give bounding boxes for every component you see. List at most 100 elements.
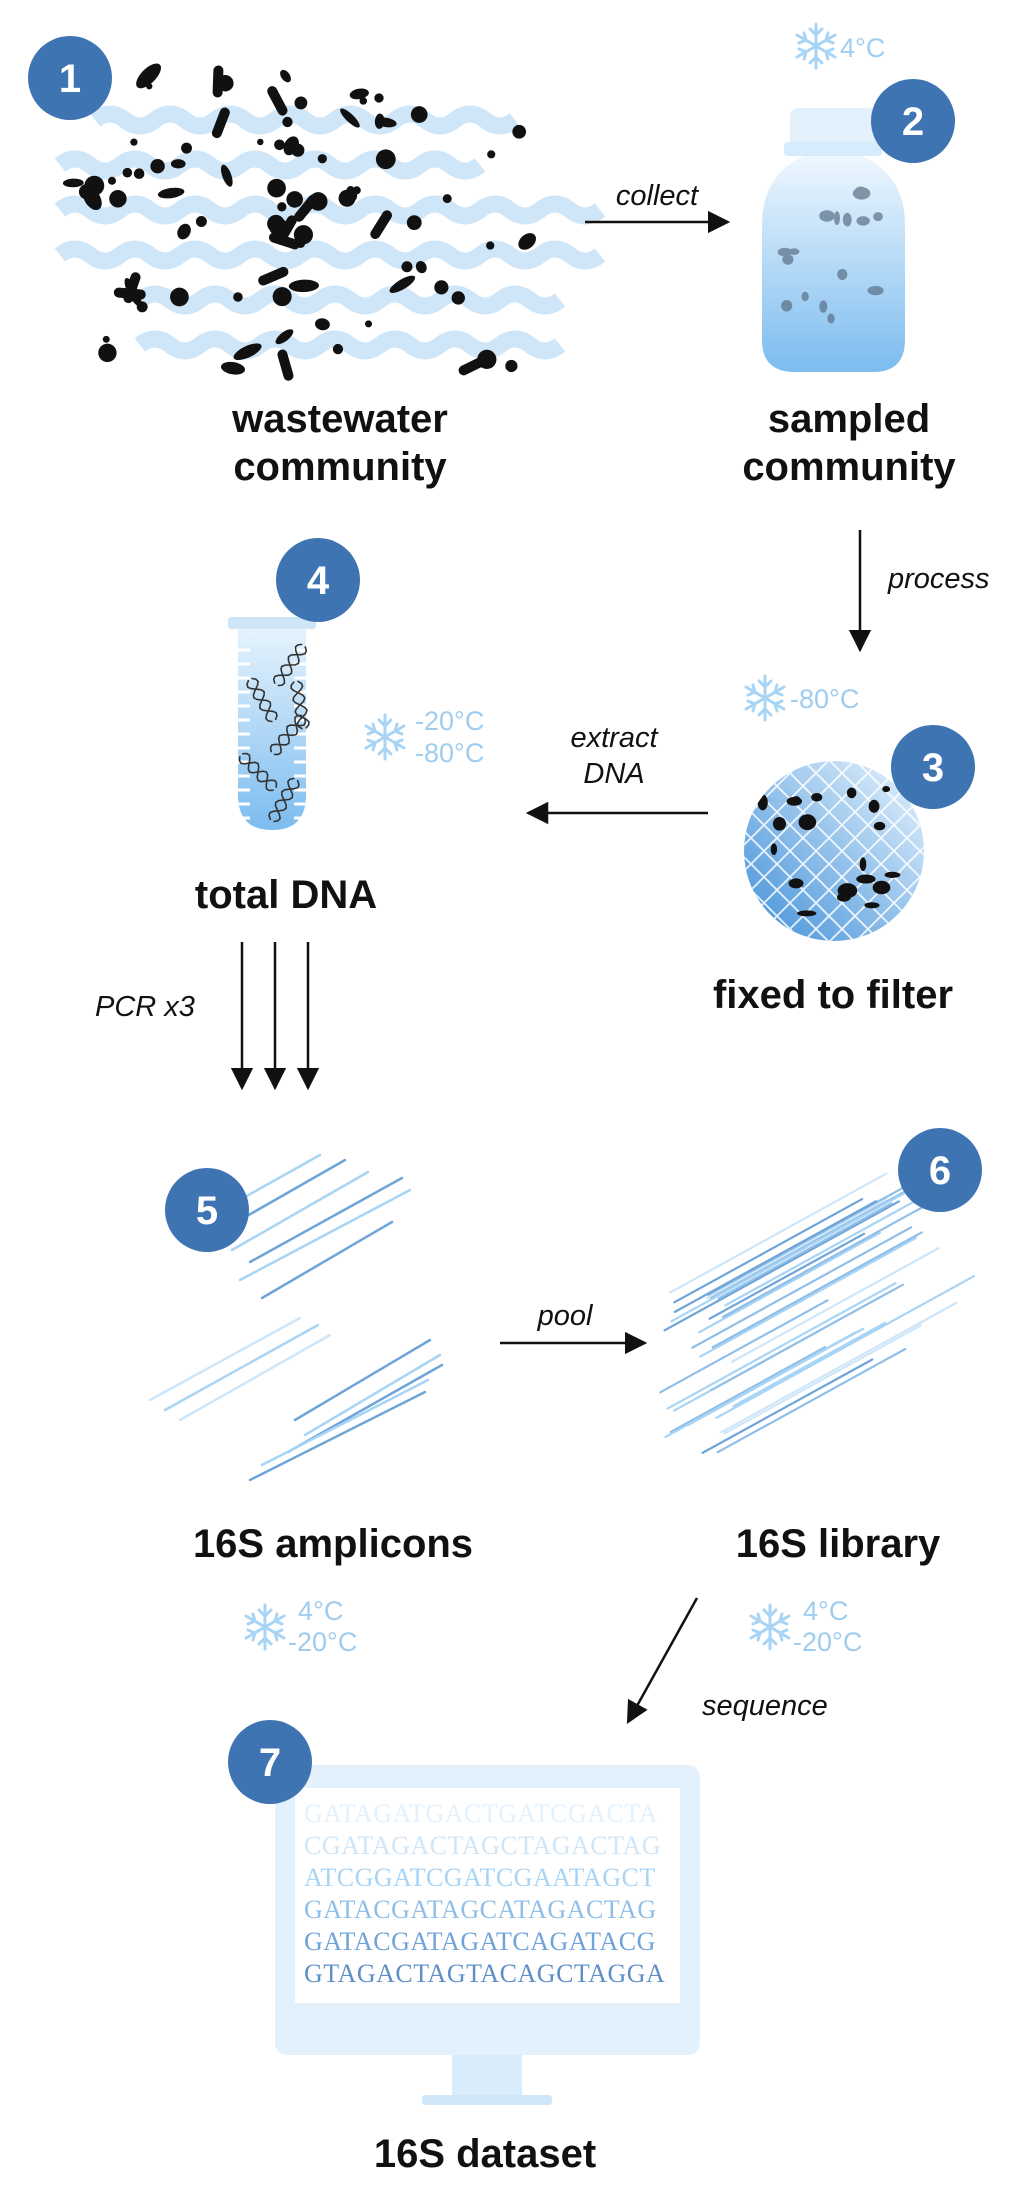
wave [134, 330, 566, 360]
bacteria-icon [757, 772, 767, 785]
library-strand [697, 1231, 881, 1334]
bacteria-icon [332, 343, 344, 355]
bacteria-icon [856, 216, 870, 226]
library-strand [666, 1282, 897, 1410]
bacteria-icon [872, 880, 891, 895]
bacteria-icon [280, 69, 291, 83]
amplicons-temperature-2: -20°C [288, 1627, 357, 1657]
filter-temperature: -80°C [790, 684, 859, 714]
dna-strand [273, 777, 295, 823]
badge-4-number: 4 [307, 559, 330, 603]
step-1-title-line1: wastewater [231, 397, 448, 441]
library-strand [691, 1226, 913, 1349]
bacteria-icon [788, 248, 800, 255]
bacteria-icon [406, 215, 422, 231]
bacteria-icon [272, 287, 292, 307]
library-strand [732, 1321, 887, 1408]
badge-7-number: 7 [259, 1741, 281, 1785]
library-strand [711, 1231, 923, 1349]
bacteria-icon [211, 107, 230, 139]
wave [54, 195, 606, 225]
bacteria-icon [157, 187, 185, 199]
dna-temperature-1: -20°C [415, 706, 484, 736]
bacteria-icon [277, 349, 294, 381]
bacteria-icon [286, 191, 303, 208]
bacteria-icon [757, 794, 768, 811]
amplicons-temperature-1: 4°C [298, 1596, 343, 1626]
bacteria-icon [819, 300, 828, 313]
bacteria-icon [170, 159, 186, 169]
filter-mesh-line [744, 761, 859, 941]
bacteria-icon [352, 186, 361, 195]
sequence-lines: GATAGATGACTGATCGACTACGATAGACTAGCTAGACTAG… [304, 1799, 665, 1988]
bacteria-icon [781, 299, 793, 312]
bacteria-icon [62, 178, 84, 188]
dna-helix-icon [246, 677, 278, 723]
library-strand [664, 1331, 857, 1439]
badge-1: 1 [28, 36, 112, 120]
library-strand [719, 1301, 958, 1434]
badge-2-number: 2 [902, 100, 924, 144]
amplicon-strand [230, 1170, 370, 1252]
bacteria-icon [370, 210, 392, 239]
library-strand [708, 1232, 866, 1320]
wave [54, 150, 486, 180]
filter-mesh-line [799, 761, 924, 941]
bacteria-icon [410, 106, 428, 123]
bacteria-icon [505, 359, 518, 373]
bacteria-icon [777, 247, 793, 257]
monitor-icon [275, 1765, 700, 2105]
bacteria-icon [374, 113, 385, 129]
bacteria-icon [782, 254, 794, 265]
step-6-title: 16S library [736, 1522, 941, 1566]
bacteria-icon [882, 786, 891, 793]
bacteria-icon [873, 821, 886, 831]
sequence-line: GATACGATAGCATAGACTAG [304, 1895, 657, 1924]
bacteria-icon [846, 787, 857, 799]
pcr-arrows [230, 942, 320, 1091]
filter-mesh-line [744, 761, 885, 941]
bacteria-icon [801, 291, 809, 302]
bacteria-icon [291, 143, 305, 157]
amplicon-strand [260, 1378, 430, 1467]
sample-temperature: 4°C [840, 33, 885, 63]
bacteria-icon [477, 349, 497, 370]
dna-temperature-2: -80°C [415, 738, 484, 768]
bacteria-icon [884, 871, 901, 878]
dna-helix-icon [290, 680, 310, 730]
library-strand [701, 1358, 874, 1454]
snowflake-icon [364, 713, 406, 761]
amplicon-strand [248, 1390, 427, 1482]
bacteria-icon [315, 318, 330, 331]
bacteria-icon [275, 215, 297, 245]
filter-mesh-line [825, 761, 924, 941]
dna-strand [273, 714, 303, 756]
bacteria-icon [78, 184, 95, 200]
dna-strand [246, 679, 278, 721]
badge-5-number: 5 [196, 1189, 218, 1233]
snowflake-icon [244, 1603, 286, 1651]
bacteria-icon [486, 241, 495, 250]
bacteria-icon [107, 176, 117, 185]
step-4-title: total DNA [195, 873, 377, 917]
amplicon-strand [293, 1338, 432, 1422]
bacteria-icon [867, 285, 884, 296]
library-strand [673, 1197, 864, 1304]
bacteria-icon [442, 194, 452, 204]
library-strand [659, 1299, 829, 1394]
bacteria-icon [833, 211, 840, 226]
bacteria-icon [181, 142, 192, 154]
wave [134, 285, 566, 315]
bacteria-icon [293, 225, 314, 245]
step-7-title: 16S dataset [374, 2132, 596, 2176]
dna-helix-icon [238, 643, 310, 823]
bacteria-icon [797, 910, 817, 917]
bacteria-icon [317, 154, 327, 164]
bacteria-icon [220, 164, 233, 187]
bacteria-icon [109, 190, 127, 208]
bacteria-icon [277, 202, 287, 212]
bacteria-icon [873, 212, 883, 222]
sequence-line: CGATAGACTAGCTAGACTAG [304, 1831, 661, 1860]
badge-2: 2 [871, 79, 955, 163]
